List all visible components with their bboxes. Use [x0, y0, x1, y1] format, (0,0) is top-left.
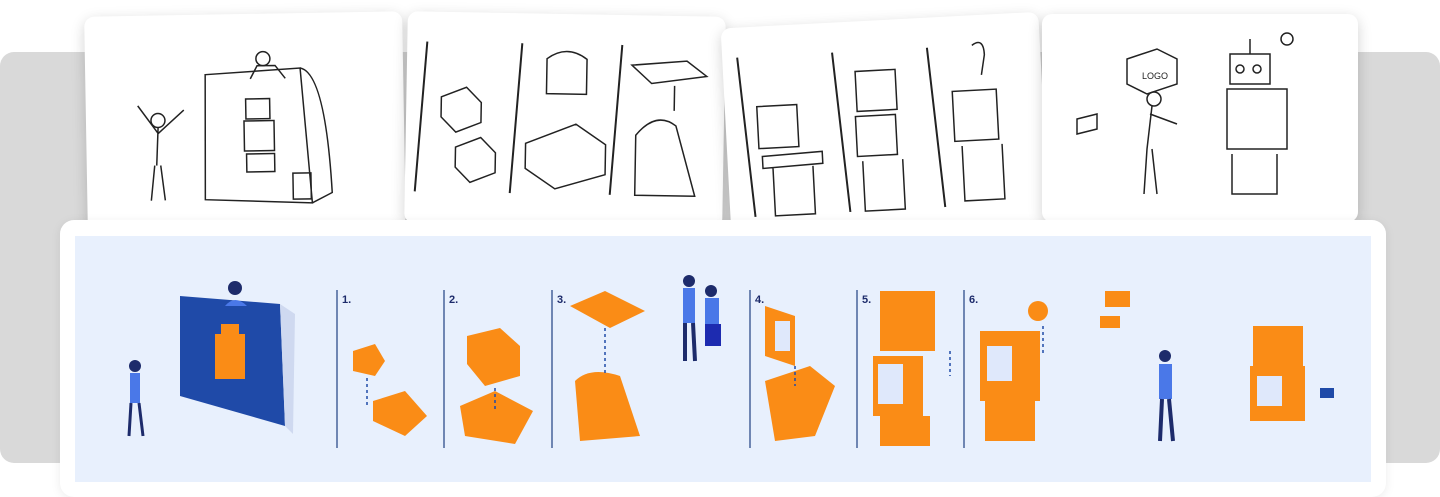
sketch-card-4: LOGO [1042, 14, 1358, 222]
step-label-5: 5. [862, 294, 872, 306]
step-divider [551, 290, 553, 448]
step-label-2: 2. [449, 294, 459, 306]
step-divider [963, 290, 965, 448]
final-illustration-panel: 1. 2. 3. 4. 5. 6. [60, 220, 1386, 497]
step-divider [443, 290, 445, 448]
step-divider [749, 290, 751, 448]
logo-text: LOGO [1142, 71, 1168, 81]
step-divider [856, 290, 858, 448]
assembly-arrows [366, 326, 1044, 411]
manual-book [180, 281, 295, 434]
people-reading [683, 275, 721, 362]
sketch-card-2 [404, 11, 726, 229]
step-label-1: 1. [342, 294, 352, 306]
illustration-area: 1. 2. 3. 4. 5. 6. [75, 236, 1371, 482]
person-woman [127, 360, 145, 437]
robot-screens [775, 321, 1282, 406]
step-label-6: 6. [969, 294, 979, 306]
step-divider [336, 290, 338, 448]
small-card [1320, 388, 1334, 398]
step-label-3: 3. [557, 294, 567, 306]
step-label-4: 4. [755, 294, 765, 306]
sketch-card-1 [84, 11, 406, 233]
person-man [1158, 350, 1175, 442]
sketch-card-3 [720, 11, 1050, 243]
